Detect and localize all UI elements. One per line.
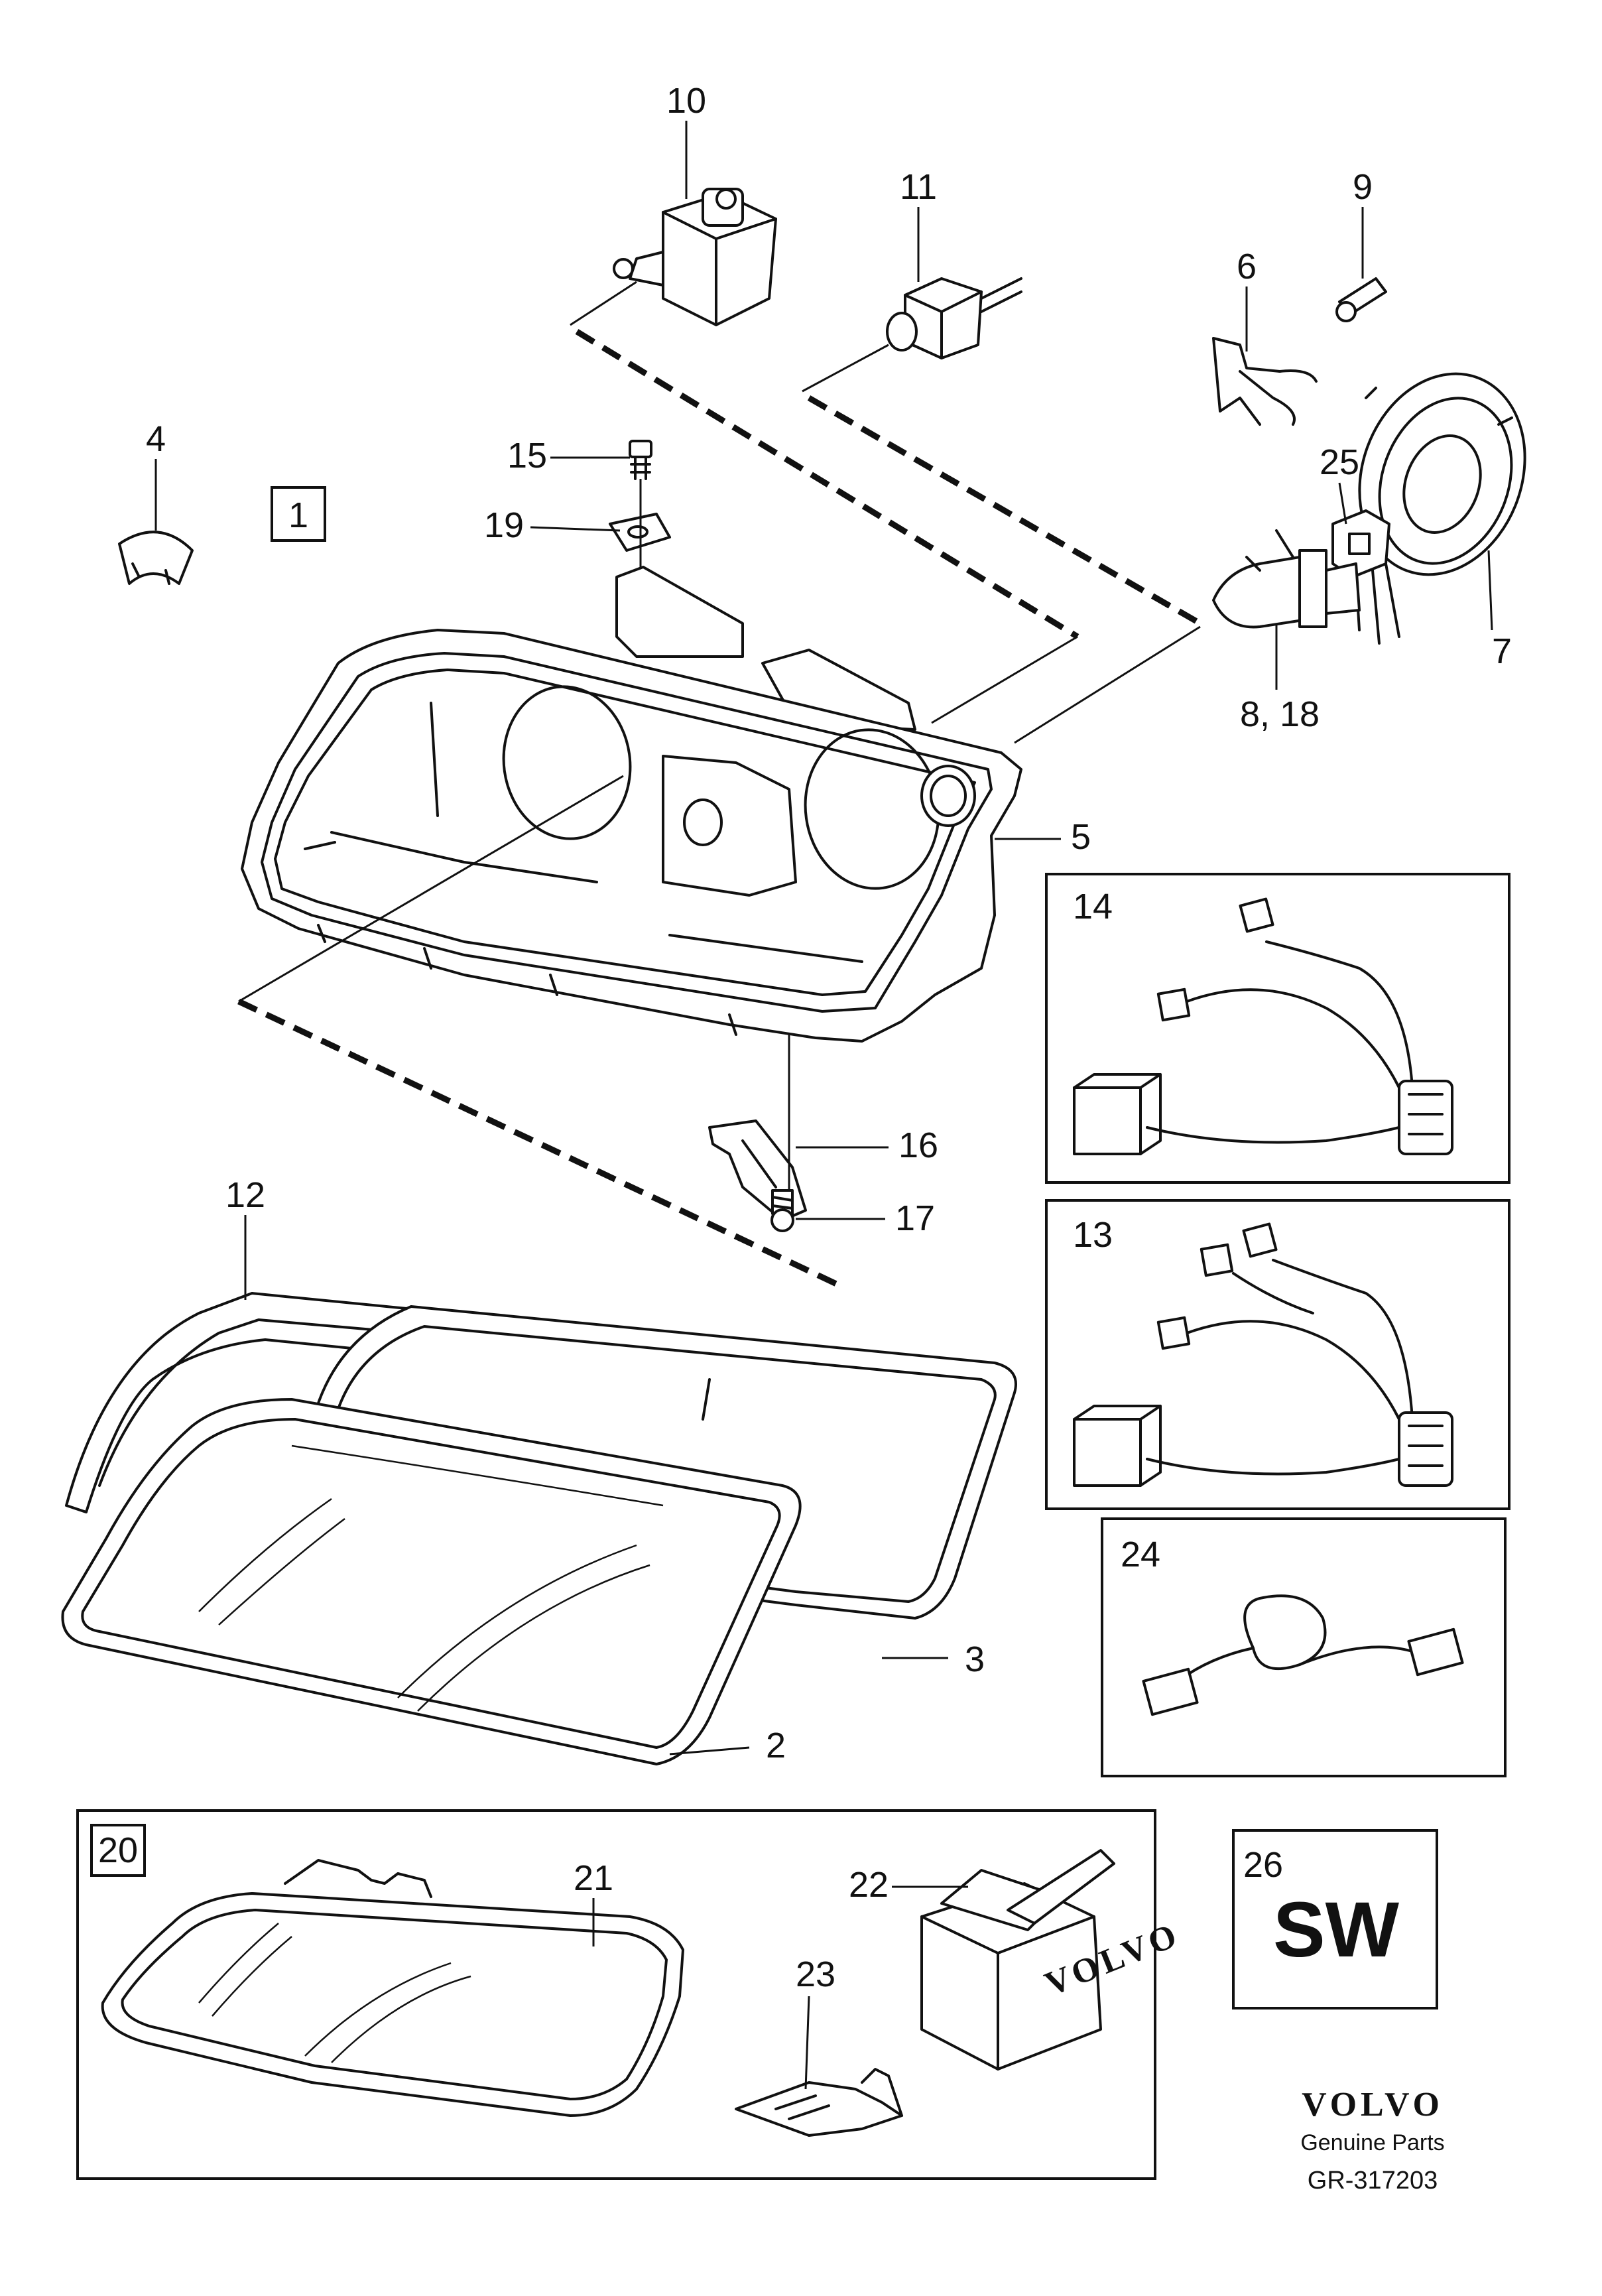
- part-13-wiring-harness: [1073, 1222, 1453, 1487]
- callout-20: 20: [98, 1830, 138, 1870]
- callout-26-box: [1232, 1829, 1438, 2009]
- part-21-replacement-lens: [101, 1859, 684, 2117]
- part-8-18-bulb: [1212, 529, 1361, 629]
- callout-13-box: [1045, 1199, 1510, 1510]
- part-6-spring-clip: [1212, 337, 1318, 426]
- callout-24: 24: [1121, 1535, 1160, 1574]
- callout-26: 26: [1243, 1845, 1283, 1885]
- callout-3: 3: [965, 1639, 985, 1679]
- part-15-screw: [629, 440, 652, 480]
- callout-14: 14: [1073, 887, 1113, 926]
- footer-caption: Genuine Parts: [1300, 2130, 1444, 2155]
- callout-2: 2: [766, 1726, 786, 1765]
- callout-7: 7: [1492, 631, 1512, 671]
- callout-21: 21: [574, 1858, 613, 1898]
- callout-17: 17: [895, 1198, 935, 1238]
- footer-brand: VOLVO: [1302, 2086, 1444, 2124]
- part-10-leveling-motor: [613, 188, 777, 326]
- callout-8-18: 8, 18: [1240, 694, 1320, 734]
- indicator-lines-upper: [570, 281, 1202, 744]
- part-5-headlamp-housing: [241, 566, 1022, 1043]
- part-14-wiring-harness: [1073, 897, 1453, 1155]
- part-2-lens: [61, 1398, 802, 1765]
- part-22-box: VOLVO: [920, 1849, 1186, 2071]
- callout-12: 12: [225, 1175, 265, 1215]
- callout-23: 23: [796, 1954, 835, 1994]
- callout-5: 5: [1071, 817, 1091, 857]
- callout-1: 1: [288, 495, 308, 535]
- part-4-clip: [118, 531, 194, 585]
- sw-label: SW: [1273, 1886, 1400, 1974]
- callout-11: 11: [900, 167, 937, 207]
- callout-20-box: [76, 1809, 1156, 2180]
- callout-15: 15: [507, 436, 547, 476]
- callout-25: 25: [1320, 442, 1359, 482]
- callout-9: 9: [1353, 167, 1373, 207]
- callout-19: 19: [484, 505, 524, 545]
- part-7-cover-cap: [1358, 372, 1526, 576]
- part-9-bulb: [1335, 277, 1387, 322]
- callout-6: 6: [1237, 247, 1257, 287]
- callout-4: 4: [146, 419, 166, 459]
- part-24-cable: [1142, 1594, 1464, 1716]
- indicator-lines-lower: [237, 775, 843, 1290]
- callout-20-marker: [90, 1824, 146, 1877]
- callout-10: 10: [666, 81, 706, 121]
- footer-code: GR-317203: [1308, 2167, 1438, 2195]
- callout-1-box: [271, 486, 326, 542]
- callout-24-box: [1101, 1517, 1507, 1777]
- part-17-screw: [770, 1189, 794, 1232]
- part-11-sensor: [886, 277, 1022, 359]
- part-23-bracket: [735, 2068, 903, 2137]
- callout-22: 22: [849, 1865, 889, 1905]
- callout-13: 13: [1073, 1215, 1113, 1255]
- callout-14-box: [1045, 873, 1510, 1184]
- callout-16: 16: [898, 1125, 938, 1165]
